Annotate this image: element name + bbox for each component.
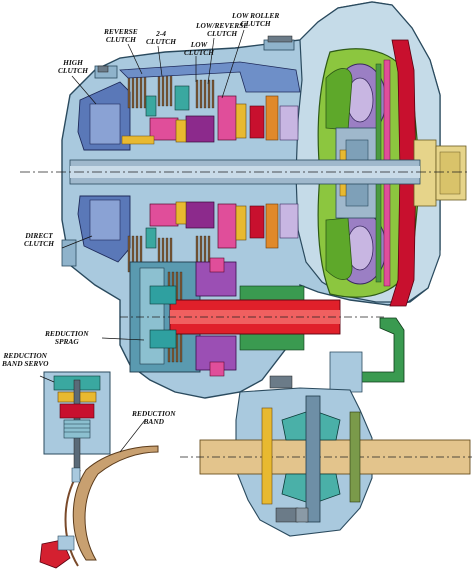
reduction-band	[64, 445, 159, 567]
label-leader-lines	[39, 29, 245, 453]
label-low-roller-clutch: LOW ROLLER CLUTCH	[232, 11, 280, 28]
differential-assembly	[180, 375, 472, 537]
reduction-band-servo	[43, 371, 111, 469]
label-reduction-sprag: REDUCTION SPRAG	[45, 329, 89, 346]
input-shaft	[20, 159, 470, 185]
label-2-4-clutch: 2-4 CLUTCH	[146, 29, 176, 46]
label-low-reverse-clutch: LOW/REVERSE CLUTCH	[196, 21, 249, 38]
band-anchor	[39, 535, 75, 569]
label-reduction-band: REDUCTION BAND	[132, 409, 176, 426]
label-high-clutch: HIGH CLUTCH	[58, 58, 88, 75]
label-direct-clutch: DIRECT CLUTCH	[24, 231, 54, 248]
upper-clutch-assembly	[77, 35, 301, 151]
reduction-gearset	[120, 257, 385, 377]
label-reverse-clutch: REVERSE CLUTCH	[104, 27, 138, 44]
output-bracket	[329, 317, 405, 393]
label-reduction-band-servo: REDUCTION BAND SERVO	[2, 351, 49, 368]
flex-plate-hub	[413, 139, 467, 207]
label-low-clutch: LOW CLUTCH	[184, 40, 214, 57]
